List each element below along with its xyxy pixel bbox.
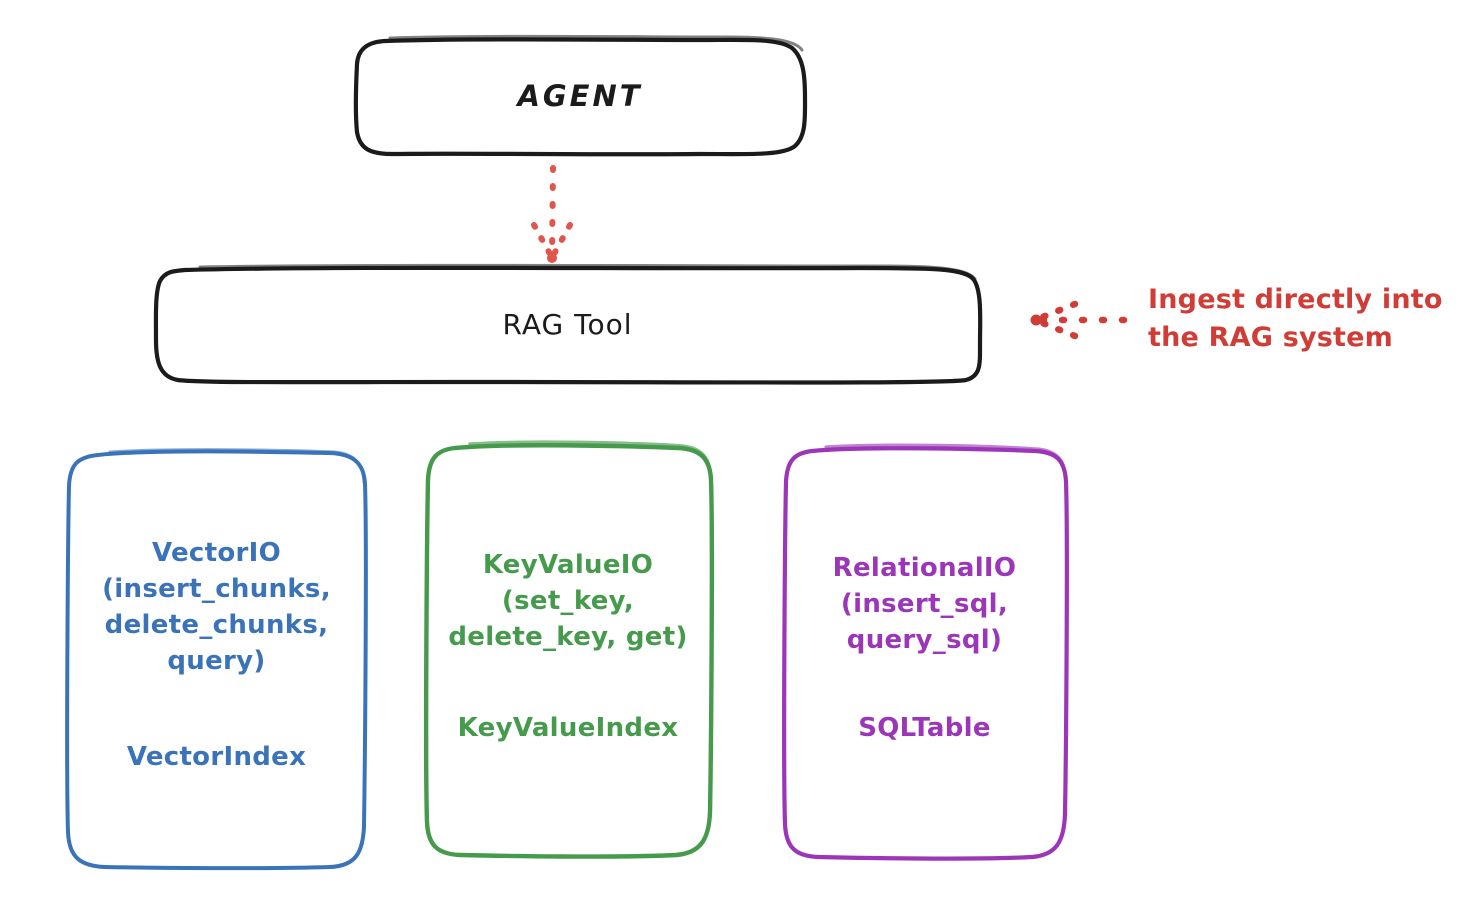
agent-box-outline bbox=[353, 37, 808, 157]
vector-io-box-sketch-overstroke bbox=[108, 448, 366, 484]
key-value-io-box-sketch-overstroke bbox=[468, 440, 713, 480]
ingest-arrow-tip bbox=[1030, 314, 1042, 326]
key-value-io-index-label: KeyValueIndex bbox=[457, 713, 679, 743]
rag-tool-box-sketch-overstroke bbox=[198, 263, 977, 281]
relational-io-index-label: SQLTable bbox=[858, 713, 991, 743]
rag-tool-box-outline bbox=[153, 265, 983, 385]
key-value-io-box-outline bbox=[423, 443, 715, 859]
key-value-io-node[interactable] bbox=[423, 440, 715, 859]
arrow-tip bbox=[547, 253, 557, 263]
agent-to-rag-connector bbox=[531, 165, 573, 263]
vector-io-index-label: VectorIndex bbox=[126, 742, 307, 772]
relational-io-box-outline bbox=[782, 446, 1069, 861]
agent-box-sketch-overstroke bbox=[388, 34, 804, 52]
ingest-arrowhead-upper-barb bbox=[1036, 300, 1079, 322]
key-value-io-api-label: KeyValueIO (set_key, delete_key, get) bbox=[448, 550, 688, 652]
arrowhead-right-barb bbox=[551, 222, 573, 257]
rag-tool-node[interactable] bbox=[153, 263, 983, 385]
relational-io-api-label: RelationalIO (insert_sql, query_sql) bbox=[832, 553, 1017, 655]
vector-io-node[interactable] bbox=[65, 448, 368, 871]
agent-node[interactable] bbox=[353, 34, 808, 157]
dotted-down-line bbox=[549, 165, 556, 259]
vector-io-api-label: VectorIO (insert_chunks, delete_chunks, … bbox=[102, 538, 331, 676]
arrowhead-left-barb bbox=[531, 222, 553, 257]
ingest-annotation-label: Ingest directly into the RAG system bbox=[1148, 284, 1443, 354]
relational-io-box-sketch-overstroke bbox=[824, 443, 1068, 482]
ingest-arrowhead-lower-barb bbox=[1036, 318, 1079, 340]
relational-io-node[interactable] bbox=[782, 443, 1069, 861]
ingest-arrow-connector bbox=[1030, 300, 1139, 340]
